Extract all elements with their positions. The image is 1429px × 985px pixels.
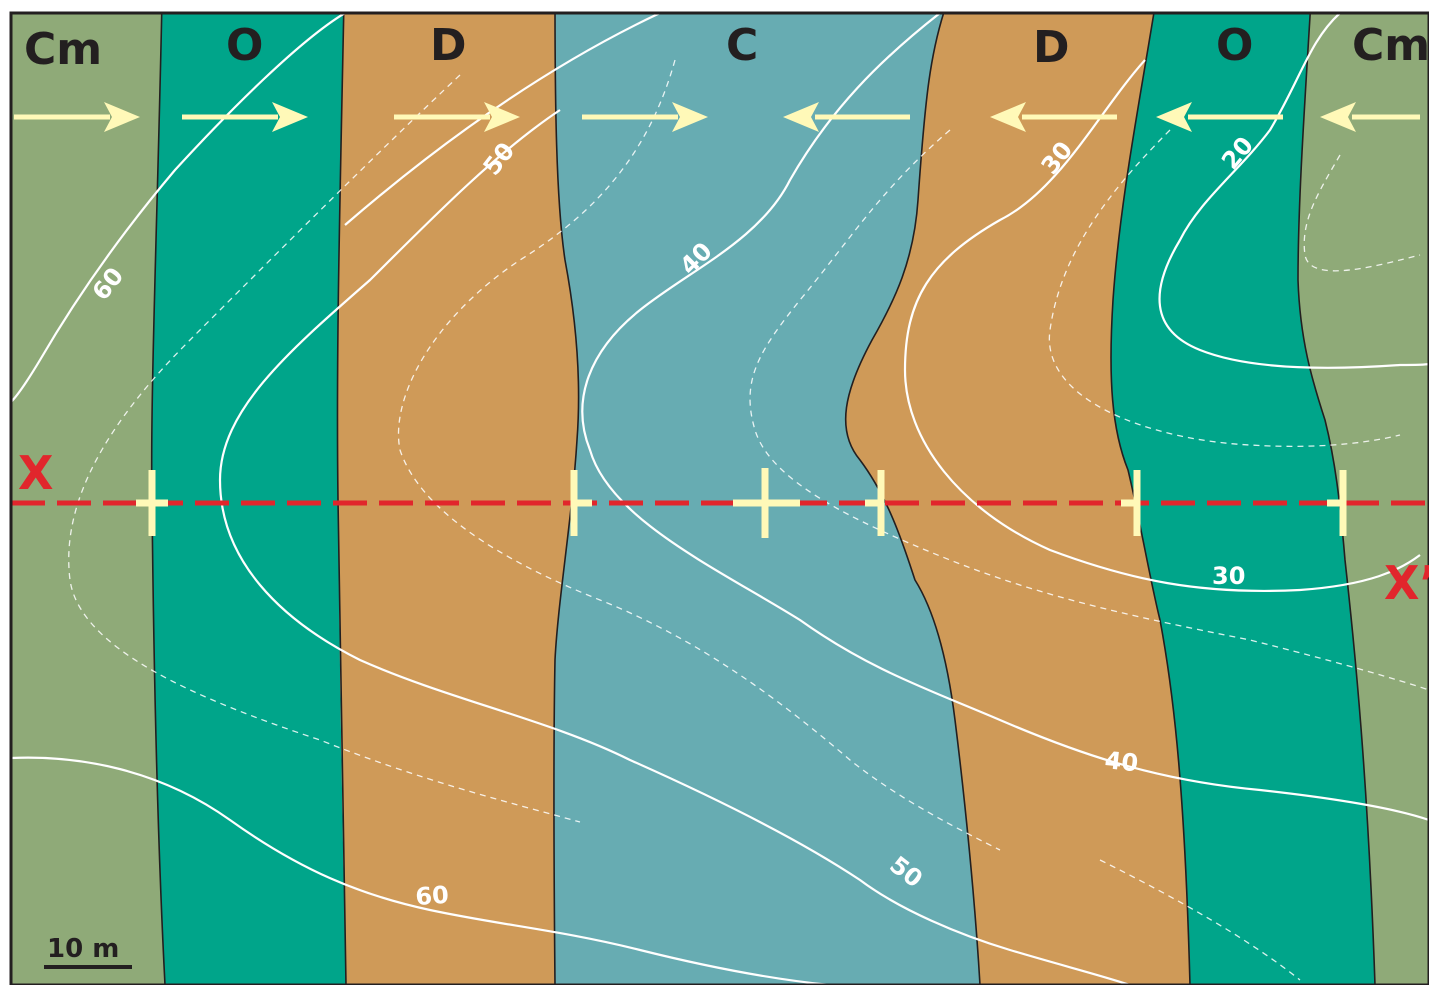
scale-bar: 10 m <box>44 934 132 969</box>
contour-60-top <box>11 13 346 403</box>
unit-label-d-left: D <box>430 20 467 71</box>
aux-contour-5 <box>1303 154 1421 272</box>
arrow-left-2 <box>990 102 1117 132</box>
contour-label-40-right: 40 <box>1103 746 1139 777</box>
tick-symbol-2 <box>570 470 592 536</box>
aux-contour-2 <box>397 59 1001 851</box>
contour-30-curve <box>903 59 1421 593</box>
scale-bar-label: 10 m <box>47 934 119 964</box>
unit-label-cm-left: Cm <box>24 24 102 75</box>
contact-lines <box>150 13 1376 985</box>
unit-label-d-right: D <box>1033 22 1070 73</box>
contact-d-c-left <box>553 13 580 985</box>
unit-label-o-left: O <box>226 20 263 71</box>
arrow-left-1 <box>783 102 910 132</box>
contour-60-bottom <box>11 756 831 985</box>
contact-o-cm-right <box>1297 13 1376 985</box>
unit-label-group: Cm O D C D O Cm <box>24 20 1429 75</box>
main-contours <box>11 13 1429 985</box>
unit-label-cm-right: Cm <box>1352 20 1429 71</box>
arrow-right-4 <box>582 102 708 132</box>
tick-symbol-3 <box>733 468 800 538</box>
tick-symbol-6 <box>1327 470 1347 536</box>
tick-symbol-1 <box>136 470 168 536</box>
direction-arrows <box>14 102 1420 132</box>
unit-d-right-area <box>845 13 1190 985</box>
map-frame <box>9 11 1429 985</box>
unit-d-left-area <box>337 13 579 985</box>
contact-d-o-right <box>1110 13 1191 985</box>
arrow-right-2 <box>182 102 308 132</box>
contour-50-top <box>218 109 1131 985</box>
arrow-left-4 <box>1320 102 1420 132</box>
unit-label-o-right: O <box>1216 20 1253 71</box>
auxiliary-contours <box>68 59 1429 981</box>
aux-contour-4 <box>1048 129 1401 447</box>
arrow-left-3 <box>1156 102 1283 132</box>
structure-ticks <box>136 468 1347 538</box>
unit-cm-right-area <box>1298 13 1429 985</box>
section-end-label: X’ <box>1384 556 1429 610</box>
aux-contour-6 <box>1099 859 1301 981</box>
contour-label-60-bottom: 60 <box>414 881 449 911</box>
aux-contour-3 <box>749 129 1429 691</box>
contact-c-d-right <box>844 13 981 985</box>
unit-o-left-area <box>151 13 346 985</box>
contour-label-30-right: 30 <box>1212 562 1245 590</box>
contour-40-mid <box>344 13 661 226</box>
unit-cm-left-area <box>11 13 165 985</box>
aux-contour-1 <box>68 74 581 823</box>
arrow-right-1 <box>14 102 140 132</box>
section-start-label: X <box>18 446 53 500</box>
unit-label-c-center: C <box>726 20 758 71</box>
tick-symbol-4 <box>865 470 885 536</box>
arrow-right-3 <box>394 102 520 132</box>
contour-40-curve <box>581 13 1429 822</box>
tick-symbol-5 <box>1121 470 1141 536</box>
contact-o-d-left <box>336 13 347 985</box>
